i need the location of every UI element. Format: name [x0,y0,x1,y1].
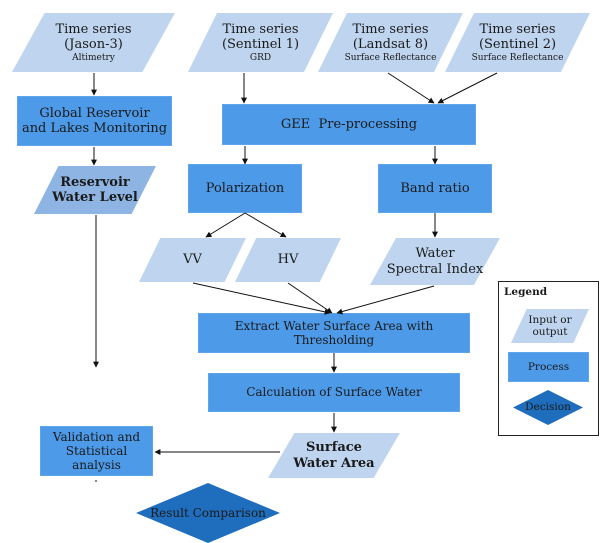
edge-wsi-to-extract [336,285,435,315]
edge-polarization-to-vv [205,212,246,238]
node-landsat8-timeseries: Time series (Landsat 8) Surface Reflecta… [318,13,463,72]
rectangle-shape [222,104,476,145]
node-line2: Water Level [52,190,138,205]
node-subtitle: Altimetry [72,52,115,63]
node-label: Calculation of Surface Water [246,385,422,400]
node-line1: Time series [222,21,299,37]
node-line2: Water Area [293,455,375,471]
rectangle-shape [17,96,172,146]
edge-polarization-to-hv [244,212,287,238]
parallelogram-shape [12,13,175,72]
node-label: HV [277,252,299,268]
node-subtitle: Surface Reflectance [471,52,564,63]
node-global-reservoir-monitoring: Global Reservoir and Lakes Monitoring [17,96,172,146]
node-calculation-surface-water: Calculation of Surface Water [208,373,460,412]
rectangle-shape [508,352,589,382]
node-line2: Statistical analysis [65,443,128,473]
legend-box: Legend Input or output Process Decision [498,281,599,436]
workflow-diagram: Time series (Jason-3) Altimetry Time ser… [12,13,599,543]
node-surface-water-area: Surface Water Area [268,433,400,478]
node-sentinel2-timeseries: Time series (Sentinel 2) Surface Reflect… [445,13,590,72]
node-reservoir-water-level: Reservoir Water Level [34,166,156,214]
node-label: GEE Pre-processing [280,116,418,132]
node-line1: Water [415,246,455,262]
node-label: Polarization [205,180,285,196]
node-line2: (Jason-3) [64,37,123,53]
edge-hv-to-extract [287,282,333,314]
legend-decision-label: Decision [525,401,571,414]
node-line2: (Sentinel 2) [478,37,557,53]
legend-process-label: Process [527,360,570,373]
edge-landsat8-to-gee [387,72,435,104]
legend-io-line2: output [532,326,568,338]
node-line1: Surface [306,440,362,456]
node-hv: HV [235,238,341,282]
legend-process: Process [508,352,589,382]
node-label: VV [183,252,202,268]
rectangle-shape [378,164,492,213]
node-jason3-timeseries: Time series (Jason-3) Altimetry [12,13,175,72]
node-line1: Validation and [52,429,141,444]
node-label: Result Comparison [150,505,266,520]
edge-sentinel2-to-gee [437,72,498,104]
rectangle-shape [198,313,470,353]
node-line2: Spectral Index [386,261,484,277]
legend-decision: Decision [513,390,583,425]
node-water-spectral-index: Water Spectral Index [370,238,500,285]
legend-input-output: Input or output [511,309,589,343]
node-line2: (Landsat 8) [352,37,429,53]
rectangle-shape [208,373,460,412]
node-label: Extract Water Surface Area with Threshol… [234,318,434,347]
node-gee-preprocessing: GEE Pre-processing [222,104,476,145]
rectangle-shape [40,426,153,476]
node-band-ratio: Band ratio [378,164,492,213]
node-extract-water-surface-area: Extract Water Surface Area with Threshol… [198,313,470,353]
legend-io-line1: Input or [528,313,572,326]
node-polarization: Polarization [188,164,302,213]
edge-vv-to-extract [192,282,331,315]
legend-title: Legend [504,286,548,298]
node-line2: (Sentinel 1) [221,37,300,53]
node-line1: Global Reservoir [39,105,150,121]
node-line1: Time series [352,21,429,37]
node-line2: and Lakes Monitoring [21,121,168,136]
node-subtitle: GRD [249,52,272,63]
node-line1: Reservoir [60,174,130,190]
node-result-comparison: Result Comparison [136,483,280,543]
node-line1: Time series [55,21,132,37]
node-sentinel1-timeseries: Time series (Sentinel 1) GRD [188,13,333,72]
node-line1: Time series [479,21,556,37]
node-validation-statistical-analysis: Validation and Statistical analysis [40,426,153,476]
node-vv: VV [139,238,246,282]
rectangle-shape [188,164,302,213]
node-label: Band ratio [400,180,470,196]
node-subtitle: Surface Reflectance [344,52,437,63]
